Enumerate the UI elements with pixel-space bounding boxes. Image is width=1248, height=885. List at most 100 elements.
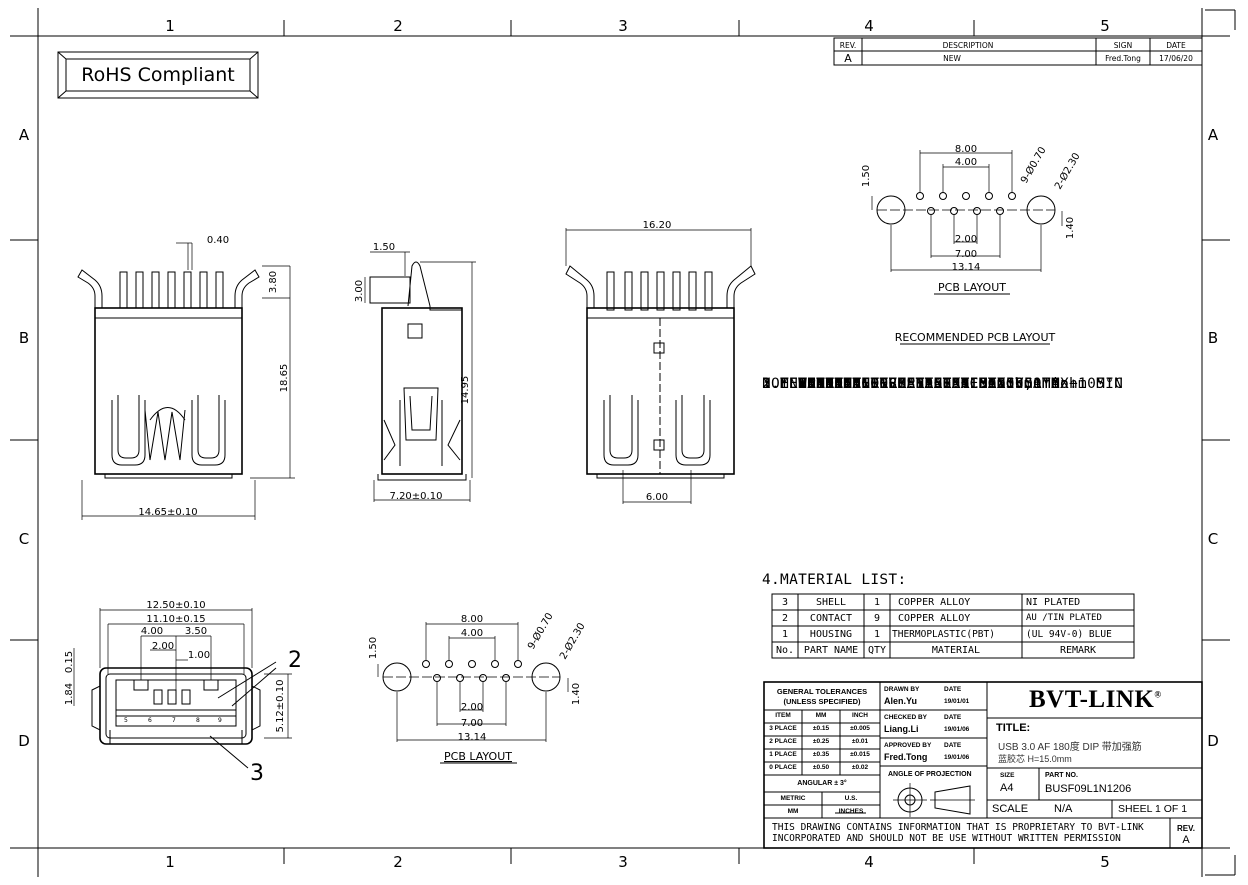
mat-r3-name: HOUSING — [809, 629, 853, 640]
pcb-upper-2hole: 2-Ø2.30 — [1052, 151, 1082, 192]
pcb-lower-800: 8.00 — [461, 614, 483, 625]
callout-2: 2 — [288, 648, 302, 673]
mat-r2-material: COPPER ALLOY — [898, 613, 971, 624]
rev-value-block: A — [1182, 834, 1190, 846]
pcb-upper-700: 7.00 — [955, 249, 977, 260]
drawn-date-label: DATE — [944, 686, 962, 693]
pcb-upper-label: PCB LAYOUT — [938, 281, 1006, 294]
checked-date: 19/01/06 — [944, 726, 970, 733]
dim-bottom-350: 3.50 — [185, 626, 207, 637]
row-b-right: B — [1208, 329, 1218, 347]
dim-bottom-512: 5.12±0.10 — [275, 680, 286, 733]
dim-front-380: 3.80 — [268, 271, 279, 293]
tol-r3-inch: ±0.015 — [850, 751, 870, 758]
pcb-upper-140: 1.40 — [1065, 217, 1076, 239]
rev-label-block: REV. — [1177, 824, 1195, 833]
material-table-text: 3 SHELL 1 COPPER ALLOY NI PLATED 2 CONTA… — [772, 594, 1134, 658]
mat-h-remark: REMARK — [1059, 645, 1097, 656]
metric-label: METRIC — [780, 795, 806, 802]
sign-header: SIGN — [1114, 41, 1132, 50]
rev-header: REV. — [840, 41, 857, 50]
registered-mark: ® — [1154, 689, 1162, 700]
pcb-lower-label: PCB LAYOUT — [444, 750, 512, 763]
pcb-upper-200: 2.00 — [955, 234, 977, 245]
tol-r4-mm: ±0.50 — [812, 764, 830, 771]
tol-r2-mm: ±0.25 — [812, 738, 830, 745]
us-label: U.S. — [844, 795, 858, 802]
col-4-top: 4 — [864, 17, 874, 35]
scale-value: N/A — [1054, 803, 1073, 815]
company-name: BVT-LINK — [1029, 686, 1155, 713]
material-list-title: 4.MATERIAL LIST: — [762, 572, 907, 588]
tol-r3-item: 1 PLACE — [769, 751, 797, 758]
pin-7: 7 — [172, 717, 176, 724]
rohs-label: RoHS Compliant — [81, 64, 235, 86]
dim-bottom-200: 2.00 — [152, 641, 174, 652]
dim-rear-1620: 16.20 — [643, 220, 672, 231]
drawn-by-label: DRAWN BY — [884, 686, 920, 693]
title-label: TITLE: — [996, 722, 1031, 734]
mat-r3-remark: (UL 94V-0) BLUE — [1026, 629, 1112, 640]
approved-by-name: Fred.Tong — [884, 752, 928, 762]
row-a-right: A — [1208, 126, 1219, 144]
dim-rear-600: 6.00 — [646, 492, 668, 503]
pcb-upper-150: 1.50 — [861, 165, 872, 187]
mat-r2-no: 2 — [781, 613, 789, 624]
tol-r1-item: 3 PLACE — [769, 725, 797, 732]
inches-label: INCHES — [838, 808, 864, 815]
notes-line-10: OPERTING TEMPERATURE:-55°C TO +105°C — [762, 376, 1124, 392]
title-block-text: GENERAL TOLERANCES (UNLESS SPECIFIED) IT… — [764, 682, 1202, 848]
pcb-upper-1314: 13.14 — [952, 262, 981, 273]
desc-header: DESCRIPTION — [943, 41, 994, 50]
dim-side-150: 1.50 — [373, 242, 395, 253]
approved-date-label: DATE — [944, 742, 962, 749]
notes-line-5: WITHSTAND VOLTAGE:AC 500V,1min. — [762, 376, 1079, 392]
mat-r1-material: COPPER ALLOY — [898, 597, 971, 608]
pin-6: 6 — [148, 717, 152, 724]
row-a-left: A — [19, 126, 30, 144]
dim-bottom-1250: 12.50±0.10 — [146, 600, 205, 611]
row-d-right: D — [1207, 732, 1219, 750]
dim-side-300: 3.00 — [354, 280, 365, 302]
company-logo: BVT-LINK® — [1029, 686, 1162, 714]
tol-r4-inch: ±0.02 — [851, 764, 869, 771]
mat-h-no: No. — [775, 645, 795, 656]
mat-r2-remark: AU /TIN PLATED — [1026, 613, 1102, 623]
notes-line-7: MATING FORCE:3.50KG MAX — [762, 376, 1006, 392]
size-value: A4 — [1000, 782, 1014, 794]
mat-r1-qty: 1 — [873, 597, 881, 608]
pcb-upper-400: 4.00 — [955, 157, 977, 168]
scale-label: SCALE — [992, 803, 1029, 815]
mat-r3-material: THERMOPLASTIC(PBT) — [892, 629, 995, 640]
checked-by-name: Liang.Li — [884, 724, 919, 734]
mat-h-name: PART NAME — [803, 645, 859, 656]
row-b-left: B — [19, 329, 29, 347]
tol-r4-item: 0 PLACE — [769, 764, 797, 771]
dim-bottom-015: 0.15 — [64, 651, 75, 673]
pcb-lower-400: 4.00 — [461, 628, 483, 639]
recommended-label: RECOMMENDED PCB LAYOUT — [895, 331, 1056, 344]
pcb-layout-lower: 8.00 4.00 9-Ø0.70 2-Ø2.30 1.50 1.40 2.00… — [368, 611, 588, 764]
rear-view: 16.20 6.00 — [565, 220, 756, 504]
tol-r1-inch: ±0.005 — [850, 725, 870, 732]
angular-tol: ANGULAR ± 3° — [797, 780, 847, 787]
notes-line-2: CONTACT CURRENT RATING:1.5A — [762, 376, 1042, 392]
dim-front-1465: 14.65±0.10 — [138, 507, 197, 518]
notes-line-1: 1.ELECTRONIC: — [762, 376, 880, 392]
mat-r3-no: 1 — [781, 629, 789, 640]
title-line-2: 蓝胶芯 H=15.0mm — [998, 754, 1072, 764]
desc-value: NEW — [943, 54, 961, 63]
tol-r2-item: 2 PLACE — [769, 738, 797, 745]
notes-line-8: UNMATED FORCE:0.8KG MIN. — [762, 376, 1015, 392]
mm-label: MM — [787, 808, 799, 815]
pin-5: 5 — [124, 717, 128, 724]
mat-r1-remark: NI PLATED — [1026, 597, 1081, 608]
col-1-top: 1 — [165, 17, 175, 35]
dim-bottom-1110: 11.10±0.15 — [146, 614, 205, 625]
col-1-bottom: 1 — [165, 853, 175, 871]
unless-specified: (UNLESS SPECIFIED) — [783, 697, 861, 706]
gen-tol: GENERAL TOLERANCES — [776, 687, 868, 696]
notes-line-4: INSULATION RESISTANCE: 1000 Mohm MIN — [762, 376, 1124, 392]
col-2-bottom: 2 — [393, 853, 403, 871]
col-3-bottom: 3 — [618, 853, 628, 871]
